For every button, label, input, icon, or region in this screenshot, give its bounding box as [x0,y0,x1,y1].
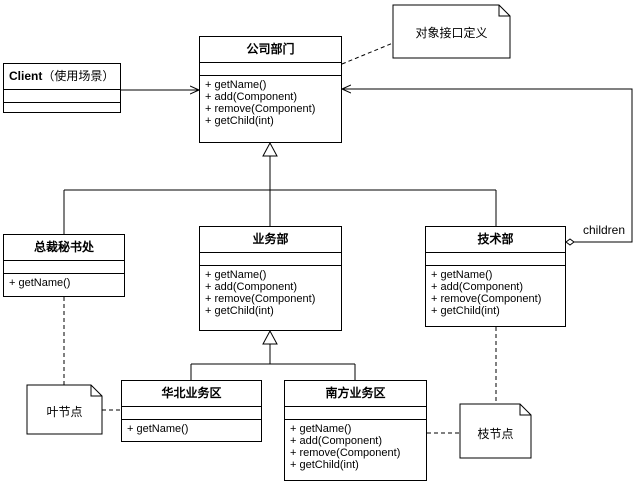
operation: + add(Component) [205,91,298,103]
operation: + getChild(int) [431,305,500,317]
class-client: Client（使用场景） [3,63,121,113]
operation: + getName() [290,423,352,435]
children-aggregation [342,89,633,246]
operation: + remove(Component) [290,447,401,459]
note-interface-shape [392,4,511,59]
note-leaf-node: 叶节点 [46,405,83,419]
note-branch-node: 枝节点 [477,427,514,441]
class-north-region-operations: + getName() [122,420,261,435]
inheritance-triangle-dept [262,141,278,157]
class-client-operations [4,103,120,115]
class-south-region-attributes [285,407,426,420]
operation: + getName() [205,269,267,281]
class-north-region-name: 华北业务区 [122,381,261,407]
client-name-bold: Client [9,69,43,83]
note-leaf-shape [26,384,103,435]
client-name-rest: （使用场景） [42,69,115,83]
operation: + add(Component) [290,435,383,447]
class-tech-department-operations: + getName() + add(Component) + remove(Co… [426,266,565,317]
operation: + add(Component) [431,281,524,293]
operation: + getName() [431,269,493,281]
class-company-department-attributes [200,63,341,76]
class-ceo-office-name: 总裁秘书处 [4,235,124,261]
class-business-department-name: 业务部 [200,227,341,253]
operation: + getChild(int) [290,459,359,471]
class-south-region-operations: + getName() + add(Component) + remove(Co… [285,420,426,471]
class-client-attributes [4,90,120,103]
class-business-department-operations: + getName() + add(Component) + remove(Co… [200,266,341,317]
class-tech-department: 技术部 + getName() + add(Component) + remov… [425,226,566,327]
note-interface-definition: 对象接口定义 [415,26,488,40]
class-business-department: 业务部 + getName() + add(Component) + remov… [199,226,342,331]
class-ceo-office: 总裁秘书处 + getName() [3,234,125,297]
operation: + getName() [9,277,71,289]
class-tech-department-name: 技术部 [426,227,565,253]
class-south-region-name: 南方业务区 [285,381,426,407]
class-north-region-attributes [122,407,261,420]
class-company-department-operations: + getName() + add(Component) + remove(Co… [200,76,341,127]
operation: + remove(Component) [205,293,316,305]
operation: + remove(Component) [431,293,542,305]
class-north-region: 华北业务区 + getName() [121,380,262,442]
class-south-region: 南方业务区 + getName() + add(Component) + rem… [284,380,427,481]
inheritance-triangle-business [262,329,278,345]
class-company-department-name: 公司部门 [200,37,341,63]
note-branch-shape [459,403,532,459]
class-tech-department-attributes [426,253,565,266]
generalization-tree-business [190,329,356,380]
operation: + getName() [127,423,189,435]
children-label: children [583,223,626,237]
note-connectors [63,42,497,434]
operation: + add(Component) [205,281,298,293]
generalization-tree-top [63,141,497,234]
class-client-name: Client（使用场景） [4,64,120,90]
class-ceo-office-operations: + getName() [4,274,124,289]
aggregation-diamond [565,238,575,246]
class-ceo-office-attributes [4,261,124,274]
operation: + getChild(int) [205,115,274,127]
class-business-department-attributes [200,253,341,266]
operation: + remove(Component) [205,103,316,115]
operation: + getName() [205,79,267,91]
class-company-department: 公司部门 + getName() + add(Component) + remo… [199,36,342,143]
operation: + getChild(int) [205,305,274,317]
